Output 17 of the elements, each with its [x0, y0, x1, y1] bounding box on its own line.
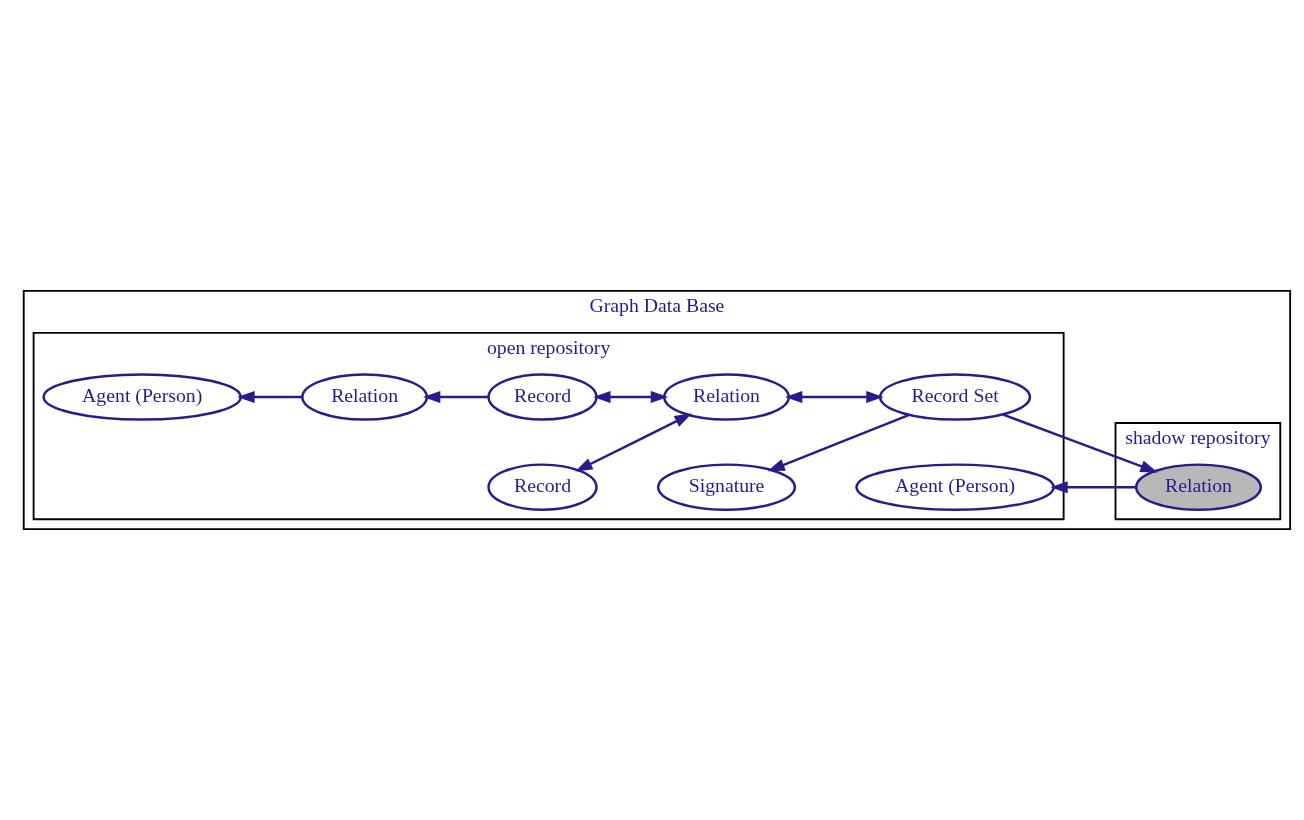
- arrow: [593, 390, 669, 404]
- node-ellipse: Record Set: [878, 373, 1032, 421]
- arrow: [1050, 481, 1137, 494]
- arrow: [237, 390, 303, 404]
- node-ellipse: Relation: [301, 373, 429, 421]
- node-ellipse: Agent (Person): [855, 463, 1055, 511]
- arrow: [1002, 413, 1158, 473]
- node-ellipse: Relation: [663, 373, 790, 421]
- node-ellipse: Agent (Person): [42, 373, 242, 421]
- arrow: [423, 390, 489, 404]
- node-ellipse: Relation: [1135, 463, 1262, 511]
- node-ellipse: Signature: [656, 463, 797, 511]
- arrow: [575, 413, 692, 472]
- node-ellipse: Record: [487, 373, 598, 421]
- node-ellipse: Record: [487, 463, 598, 511]
- arrow: [785, 390, 884, 404]
- arrow: [767, 413, 910, 472]
